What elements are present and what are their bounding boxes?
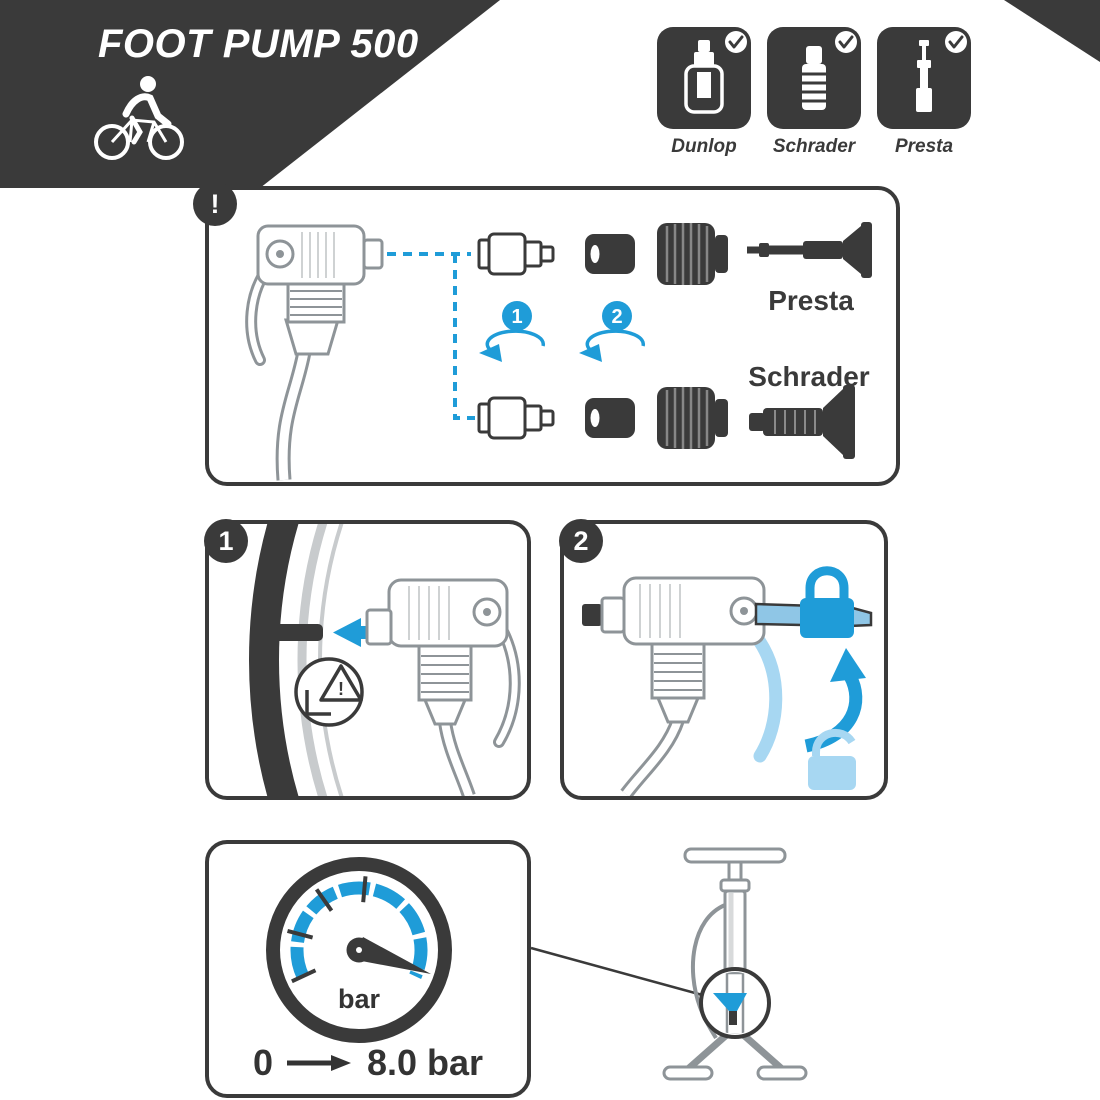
presta-valve-illustration xyxy=(747,222,872,278)
gauge-illustration: bar xyxy=(266,857,452,1043)
pump-foot xyxy=(662,1065,714,1081)
valve-label: Dunlop xyxy=(671,136,737,157)
warning-badge: ! xyxy=(193,182,237,226)
perpendicular-warning-icon: ! xyxy=(294,657,364,727)
knurled-cap-part xyxy=(655,221,730,287)
valve-type-schrader: Schrader xyxy=(766,26,862,158)
schrader-valve-illustration xyxy=(749,385,855,459)
rotation-step-2: 2 xyxy=(579,301,646,362)
gauge-needle xyxy=(351,937,431,974)
pump-foot xyxy=(756,1065,808,1081)
gauge-scale-arc xyxy=(290,881,428,979)
valve-adapter-tip xyxy=(582,604,602,626)
pressure-gauge-panel: bar 0 8.0 bar xyxy=(205,840,531,1098)
valve-compatibility-row: Dunlop Schrader xyxy=(656,26,972,158)
wheel-rim xyxy=(249,524,344,796)
range-end: 8.0 bar xyxy=(366,1042,484,1083)
svg-text:2: 2 xyxy=(611,306,622,328)
pump-barrel xyxy=(723,889,747,1035)
assembly-guide-lines xyxy=(387,252,475,420)
check-icon xyxy=(835,31,857,53)
step-1-panel: 1 xyxy=(204,519,531,800)
top-right-accent xyxy=(1004,0,1100,62)
lock-closed-icon xyxy=(800,566,854,638)
pump-head-illustration xyxy=(245,224,384,481)
step2-diagram xyxy=(582,566,873,796)
valve-type-dunlop: Dunlop xyxy=(656,26,752,158)
page-title: FOOT PUMP 500 xyxy=(98,22,419,66)
rotation-step-1: 1 xyxy=(479,301,546,362)
pump-legs xyxy=(685,1028,785,1072)
adapter-part xyxy=(477,232,555,276)
check-icon xyxy=(725,31,747,53)
step-1-badge xyxy=(502,301,532,331)
valve-label: Presta xyxy=(894,136,954,157)
presta-valve-icon xyxy=(877,27,971,129)
gauge-highlight-circle xyxy=(699,967,771,1039)
rubber-seal-part xyxy=(585,398,635,438)
valve-type-presta: Presta xyxy=(876,26,972,158)
pump-gauge-detail xyxy=(713,972,747,1034)
lock-open-icon xyxy=(808,729,856,790)
schrader-valve-icon xyxy=(767,27,861,129)
pressure-range: 0 8.0 bar xyxy=(209,1042,527,1084)
range-arrow-icon xyxy=(286,1055,351,1071)
lever-unlocked-position xyxy=(753,635,783,763)
pump-hose xyxy=(690,903,726,1039)
gauge-ticks xyxy=(286,876,368,984)
pump-head-illustration xyxy=(365,578,521,796)
pump-handle xyxy=(683,847,787,864)
check-icon xyxy=(945,31,967,53)
knurled-cap-part xyxy=(655,385,730,451)
svg-text:1: 1 xyxy=(511,306,522,328)
valve-stem xyxy=(267,624,323,641)
adapter-diagram: Presta 1 2 Schrader xyxy=(245,221,872,481)
adapter-instructions-panel: ! xyxy=(193,182,900,486)
rubber-seal-part xyxy=(585,234,635,274)
presta-label: Presta xyxy=(768,285,854,316)
floor-pump-illustration xyxy=(662,847,808,1081)
step1-diagram: ! xyxy=(249,524,521,796)
step-2-panel: 2 xyxy=(559,519,888,800)
cyclist-icon xyxy=(94,76,184,160)
adapter-part xyxy=(477,396,555,440)
warning-exclamation: ! xyxy=(338,679,344,699)
step-2-badge xyxy=(602,301,632,331)
valve-label: Schrader xyxy=(772,136,856,157)
gauge-unit-label: bar xyxy=(338,984,381,1014)
step-number-badge: 2 xyxy=(559,519,603,563)
range-start: 0 xyxy=(252,1042,273,1083)
step-number-badge: 1 xyxy=(204,519,248,563)
dunlop-valve-icon xyxy=(657,27,751,129)
